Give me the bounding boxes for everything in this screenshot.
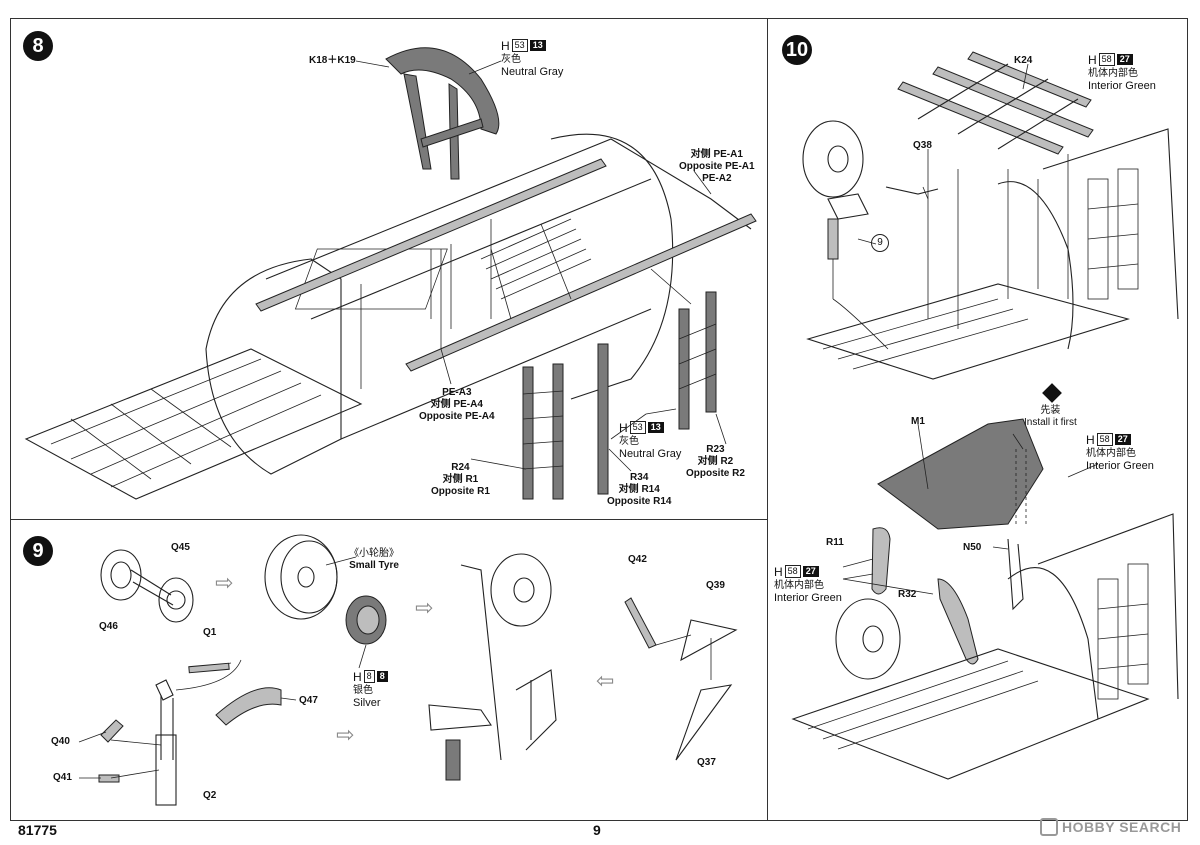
paint-en: Neutral Gray xyxy=(501,65,564,78)
sequence-arrow: ⇨ xyxy=(215,570,234,595)
q47-label: Q47 xyxy=(299,695,318,706)
r23-code: R23 xyxy=(706,444,725,455)
hobby-color-prefix: H xyxy=(1088,52,1097,67)
q2-label: Q2 xyxy=(203,790,217,801)
sequence-arrow: ⇨ xyxy=(415,595,434,620)
q45-label: Q45 xyxy=(171,542,190,553)
sequence-arrow: ⇦ xyxy=(596,668,615,693)
pe-a1-cn: 对侧 PE-A1 xyxy=(690,149,743,160)
paint-en: Interior Green xyxy=(1086,459,1154,472)
hobby-search-logo-icon xyxy=(1040,818,1058,836)
r34-label: R34 对侧 R14 Opposite R14 xyxy=(607,472,671,508)
color-code-box-dark: 27 xyxy=(802,566,819,577)
pe-a3-code: PE-A3 xyxy=(442,387,472,398)
color-code-box: 58 xyxy=(1098,53,1115,66)
color-code-box: 53 xyxy=(629,421,646,434)
q39-label: Q39 xyxy=(706,580,725,591)
r34-en: Opposite R14 xyxy=(607,496,672,507)
install-first-en: Install it first xyxy=(1024,417,1077,428)
r24-en: Opposite R1 xyxy=(431,486,490,497)
small-tyre-label: 《小轮胎》 Small Tyre xyxy=(349,548,399,572)
small-tyre-cn: 《小轮胎》 xyxy=(349,548,399,559)
hobby-search-watermark: HOBBY SEARCH xyxy=(1040,818,1181,836)
color-code-box-dark: 13 xyxy=(647,422,664,433)
paint-cn: 银色 xyxy=(353,684,373,696)
q40-label: Q40 xyxy=(51,736,70,747)
r32-label: R32 xyxy=(898,589,917,600)
pe-a1-en: Opposite PE-A1 xyxy=(679,161,755,172)
r11-label: R11 xyxy=(826,537,844,548)
q42-label: Q42 xyxy=(628,554,647,565)
color-code-box: 58 xyxy=(784,565,801,578)
hobby-search-logo-text: HOBBY SEARCH xyxy=(1062,819,1182,835)
color-code-box-dark: 27 xyxy=(1114,434,1131,445)
r34-code: R34 xyxy=(630,472,649,483)
r24-label: R24 对侧 R1 Opposite R1 xyxy=(431,462,490,498)
n50-label: N50 xyxy=(963,542,982,553)
paint-cn: 灰色 xyxy=(501,53,521,65)
install-first-label: 先装 Install it first xyxy=(1024,405,1077,429)
paint-en: Interior Green xyxy=(1088,79,1156,92)
hobby-color-prefix: H xyxy=(1086,432,1095,447)
r24-code: R24 xyxy=(451,462,470,473)
q38-label: Q38 xyxy=(913,140,932,151)
k24-label: K24 xyxy=(1014,55,1033,66)
kit-number: 81775 xyxy=(18,822,57,838)
r23-cn: 对侧 R2 xyxy=(697,456,734,467)
q41-label: Q41 xyxy=(53,772,72,783)
paint-en: Neutral Gray xyxy=(619,447,682,460)
step-10-panel: 10 xyxy=(767,18,1188,821)
pe-a2-code: PE-A2 xyxy=(702,173,732,184)
color-code-box-dark: 13 xyxy=(529,40,546,51)
color-code-box: 8 xyxy=(363,670,375,683)
step-8-panel: 8 xyxy=(10,18,768,520)
hobby-color-prefix: H xyxy=(501,38,510,53)
q46-label: Q46 xyxy=(99,621,118,632)
paint-cn: 灰色 xyxy=(619,435,639,447)
color-code-box-dark: 27 xyxy=(1116,54,1133,65)
color-code-box-dark: 8 xyxy=(376,671,388,682)
r34-cn: 对侧 R14 xyxy=(618,484,660,495)
k18-k19-label: K18＋K19 xyxy=(309,55,356,66)
small-tyre-en: Small Tyre xyxy=(349,560,399,571)
step-10-number: 10 xyxy=(782,35,812,65)
paint-cn: 机体内部色 xyxy=(774,579,824,591)
ref-step-9-circle: 9 xyxy=(871,234,889,252)
paint-en: Interior Green xyxy=(774,591,842,604)
m1-label: M1 xyxy=(911,416,925,427)
landing-gear-drawing xyxy=(78,534,738,806)
paint-cn: 机体内部色 xyxy=(1086,447,1136,459)
color-code-box: 53 xyxy=(511,39,528,52)
page-number: 9 xyxy=(593,822,601,838)
pe-a4-en: Opposite PE-A4 xyxy=(419,411,495,422)
hobby-color-prefix: H xyxy=(619,420,628,435)
sequence-arrow: ⇨ xyxy=(336,722,355,747)
hobby-color-prefix: H xyxy=(353,669,362,684)
paint-cn: 机体内部色 xyxy=(1088,67,1138,79)
r23-label: R23 对侧 R2 Opposite R2 xyxy=(686,444,745,480)
paint-en: Silver xyxy=(353,696,381,709)
fuselage-assembly-drawing xyxy=(24,47,757,500)
step-9-number: 9 xyxy=(23,536,53,566)
q1-label: Q1 xyxy=(203,627,217,638)
color-code-box: 58 xyxy=(1096,433,1113,446)
step-8-number: 8 xyxy=(23,31,53,61)
install-first-cn: 先装 xyxy=(1040,405,1061,416)
hobby-color-prefix: H xyxy=(774,564,783,579)
step-9-panel: 9 xyxy=(10,519,768,821)
fuselage-gear-install-drawing xyxy=(791,51,1179,780)
pe-left-label: PE-A3 对侧 PE-A4 Opposite PE-A4 xyxy=(419,387,495,423)
pe-a4-cn: 对侧 PE-A4 xyxy=(430,399,483,410)
r23-en: Opposite R2 xyxy=(686,468,745,479)
pe-right-label: 对侧 PE-A1 Opposite PE-A1 PE-A2 xyxy=(679,149,755,185)
q37-label: Q37 xyxy=(697,757,716,768)
r24-cn: 对侧 R1 xyxy=(442,474,479,485)
